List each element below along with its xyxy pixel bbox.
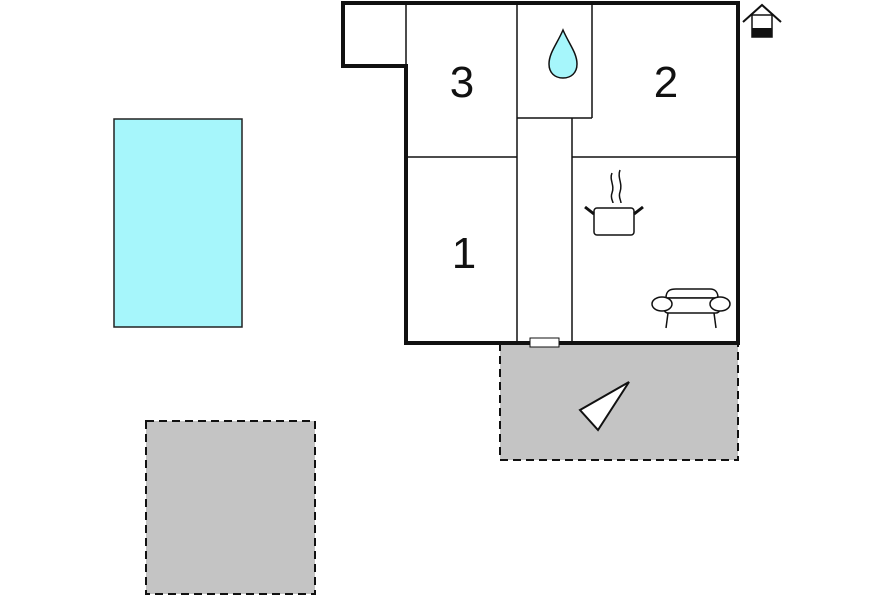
house-icon — [742, 3, 782, 38]
terrace — [499, 342, 739, 461]
room-1-label: 1 — [452, 229, 476, 278]
sofa-icon — [651, 288, 731, 329]
paved-area — [145, 420, 316, 595]
cooking-pot-icon — [584, 169, 644, 236]
room-2-label: 2 — [654, 58, 678, 107]
entrance-door — [529, 337, 560, 348]
house-walls — [341, 1, 740, 345]
pool — [113, 118, 243, 328]
room-3-label: 3 — [450, 58, 474, 107]
terrace-triangle-icon — [578, 381, 630, 432]
water-drop-icon — [548, 28, 578, 79]
